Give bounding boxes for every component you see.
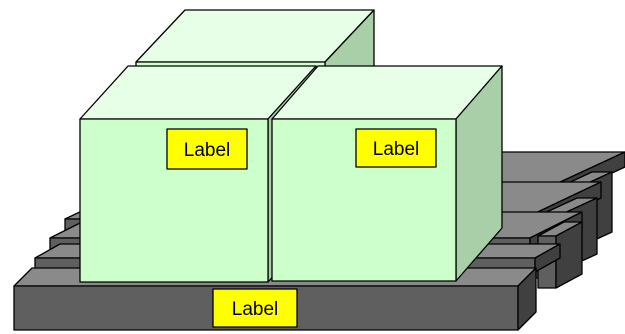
box-right-label-text: Label	[373, 139, 420, 160]
box-right: Label	[271, 65, 503, 282]
box-left-label-text: Label	[184, 140, 231, 161]
box-right-label: Label	[355, 128, 437, 168]
pallet-label-text: Label	[232, 299, 279, 320]
box-left-label: Label	[166, 128, 248, 170]
pallet-label: Label	[212, 288, 298, 328]
